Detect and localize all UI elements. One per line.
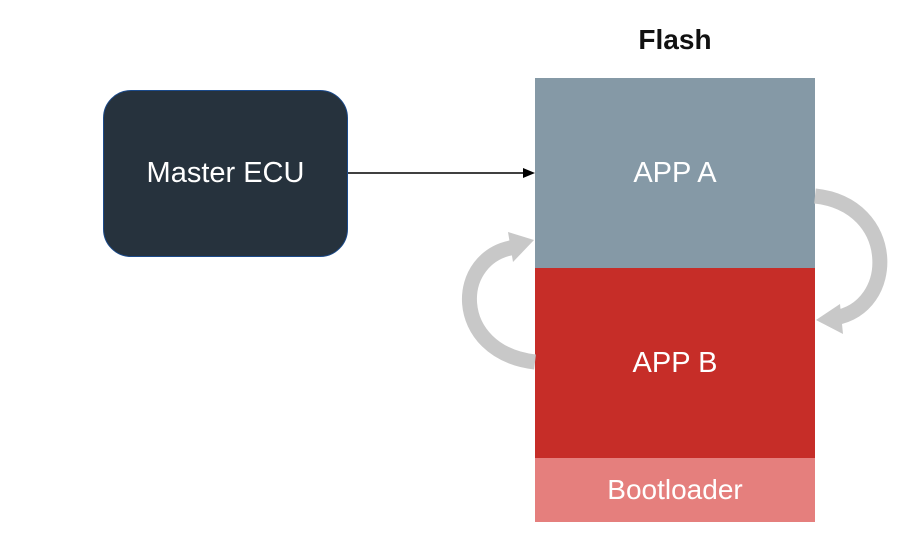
master-ecu-box: Master ECU: [103, 90, 348, 257]
bootloader-label: Bootloader: [607, 474, 743, 505]
flash-memory-stack: APP A APP B Bootloader: [535, 78, 815, 522]
arrow-right-icon: [348, 168, 535, 178]
curved-arrow-down-icon: [813, 188, 888, 334]
app-a-block: APP A: [535, 78, 815, 268]
master-ecu-label: Master ECU: [146, 157, 305, 189]
app-a-label: APP A: [633, 156, 717, 189]
flash-title: Flash: [638, 24, 712, 55]
app-b-label: APP B: [632, 346, 718, 379]
bootloader-block: Bootloader: [535, 458, 815, 522]
app-b-block: APP B: [535, 268, 815, 458]
curved-arrow-up-icon: [462, 232, 537, 370]
